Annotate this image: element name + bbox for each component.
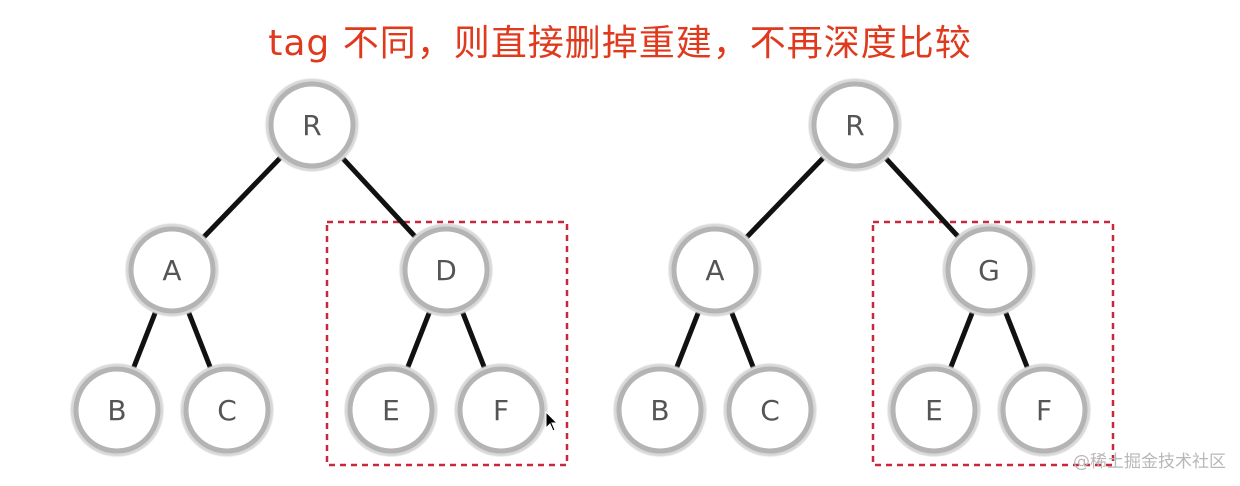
edge-G-E xyxy=(947,309,976,371)
edge-A-C xyxy=(185,309,214,371)
edge-R-D xyxy=(340,155,418,240)
node-label: E xyxy=(925,394,943,427)
tree-1: R A D B C E F xyxy=(70,78,569,467)
node-F: F xyxy=(454,363,548,457)
tree-2: R A G B C E F xyxy=(613,78,1115,467)
edge-G-F xyxy=(1002,309,1031,371)
edge-R-G xyxy=(883,155,961,240)
edge-R-A xyxy=(743,154,827,241)
node-A: A xyxy=(125,223,219,317)
node-label: C xyxy=(760,394,780,427)
node-B: B xyxy=(70,363,164,457)
node-E: E xyxy=(887,363,981,457)
edge-D-F xyxy=(459,309,488,371)
edge-A-C xyxy=(728,309,757,371)
node-B: B xyxy=(613,363,707,457)
node-label: D xyxy=(435,254,457,287)
diagram-title: tag 不同，则直接删掉重建，不再深度比较 xyxy=(268,23,972,64)
node-label: B xyxy=(107,394,126,427)
node-E: E xyxy=(344,363,438,457)
node-label: R xyxy=(845,109,864,142)
node-C: C xyxy=(723,363,817,457)
node-C: C xyxy=(180,363,274,457)
node-label: G xyxy=(978,254,1000,287)
node-D: D xyxy=(399,223,493,317)
node-label: F xyxy=(493,394,509,427)
node-label: A xyxy=(162,254,181,287)
mouse-cursor-icon xyxy=(545,411,559,432)
node-R: R xyxy=(808,78,902,172)
node-A: A xyxy=(668,223,762,317)
edge-A-B xyxy=(673,309,702,371)
node-G: G xyxy=(942,223,1036,317)
edge-R-A xyxy=(200,154,284,241)
node-R: R xyxy=(265,78,359,172)
edge-A-B xyxy=(130,309,159,371)
edge-D-E xyxy=(404,309,433,371)
node-label: E xyxy=(382,394,400,427)
node-label: C xyxy=(217,394,237,427)
node-label: A xyxy=(705,254,724,287)
node-label: F xyxy=(1036,394,1052,427)
watermark: @稀土掘金技术社区 xyxy=(1073,452,1226,472)
node-F: F xyxy=(997,363,1091,457)
node-label: R xyxy=(302,109,321,142)
node-label: B xyxy=(650,394,669,427)
